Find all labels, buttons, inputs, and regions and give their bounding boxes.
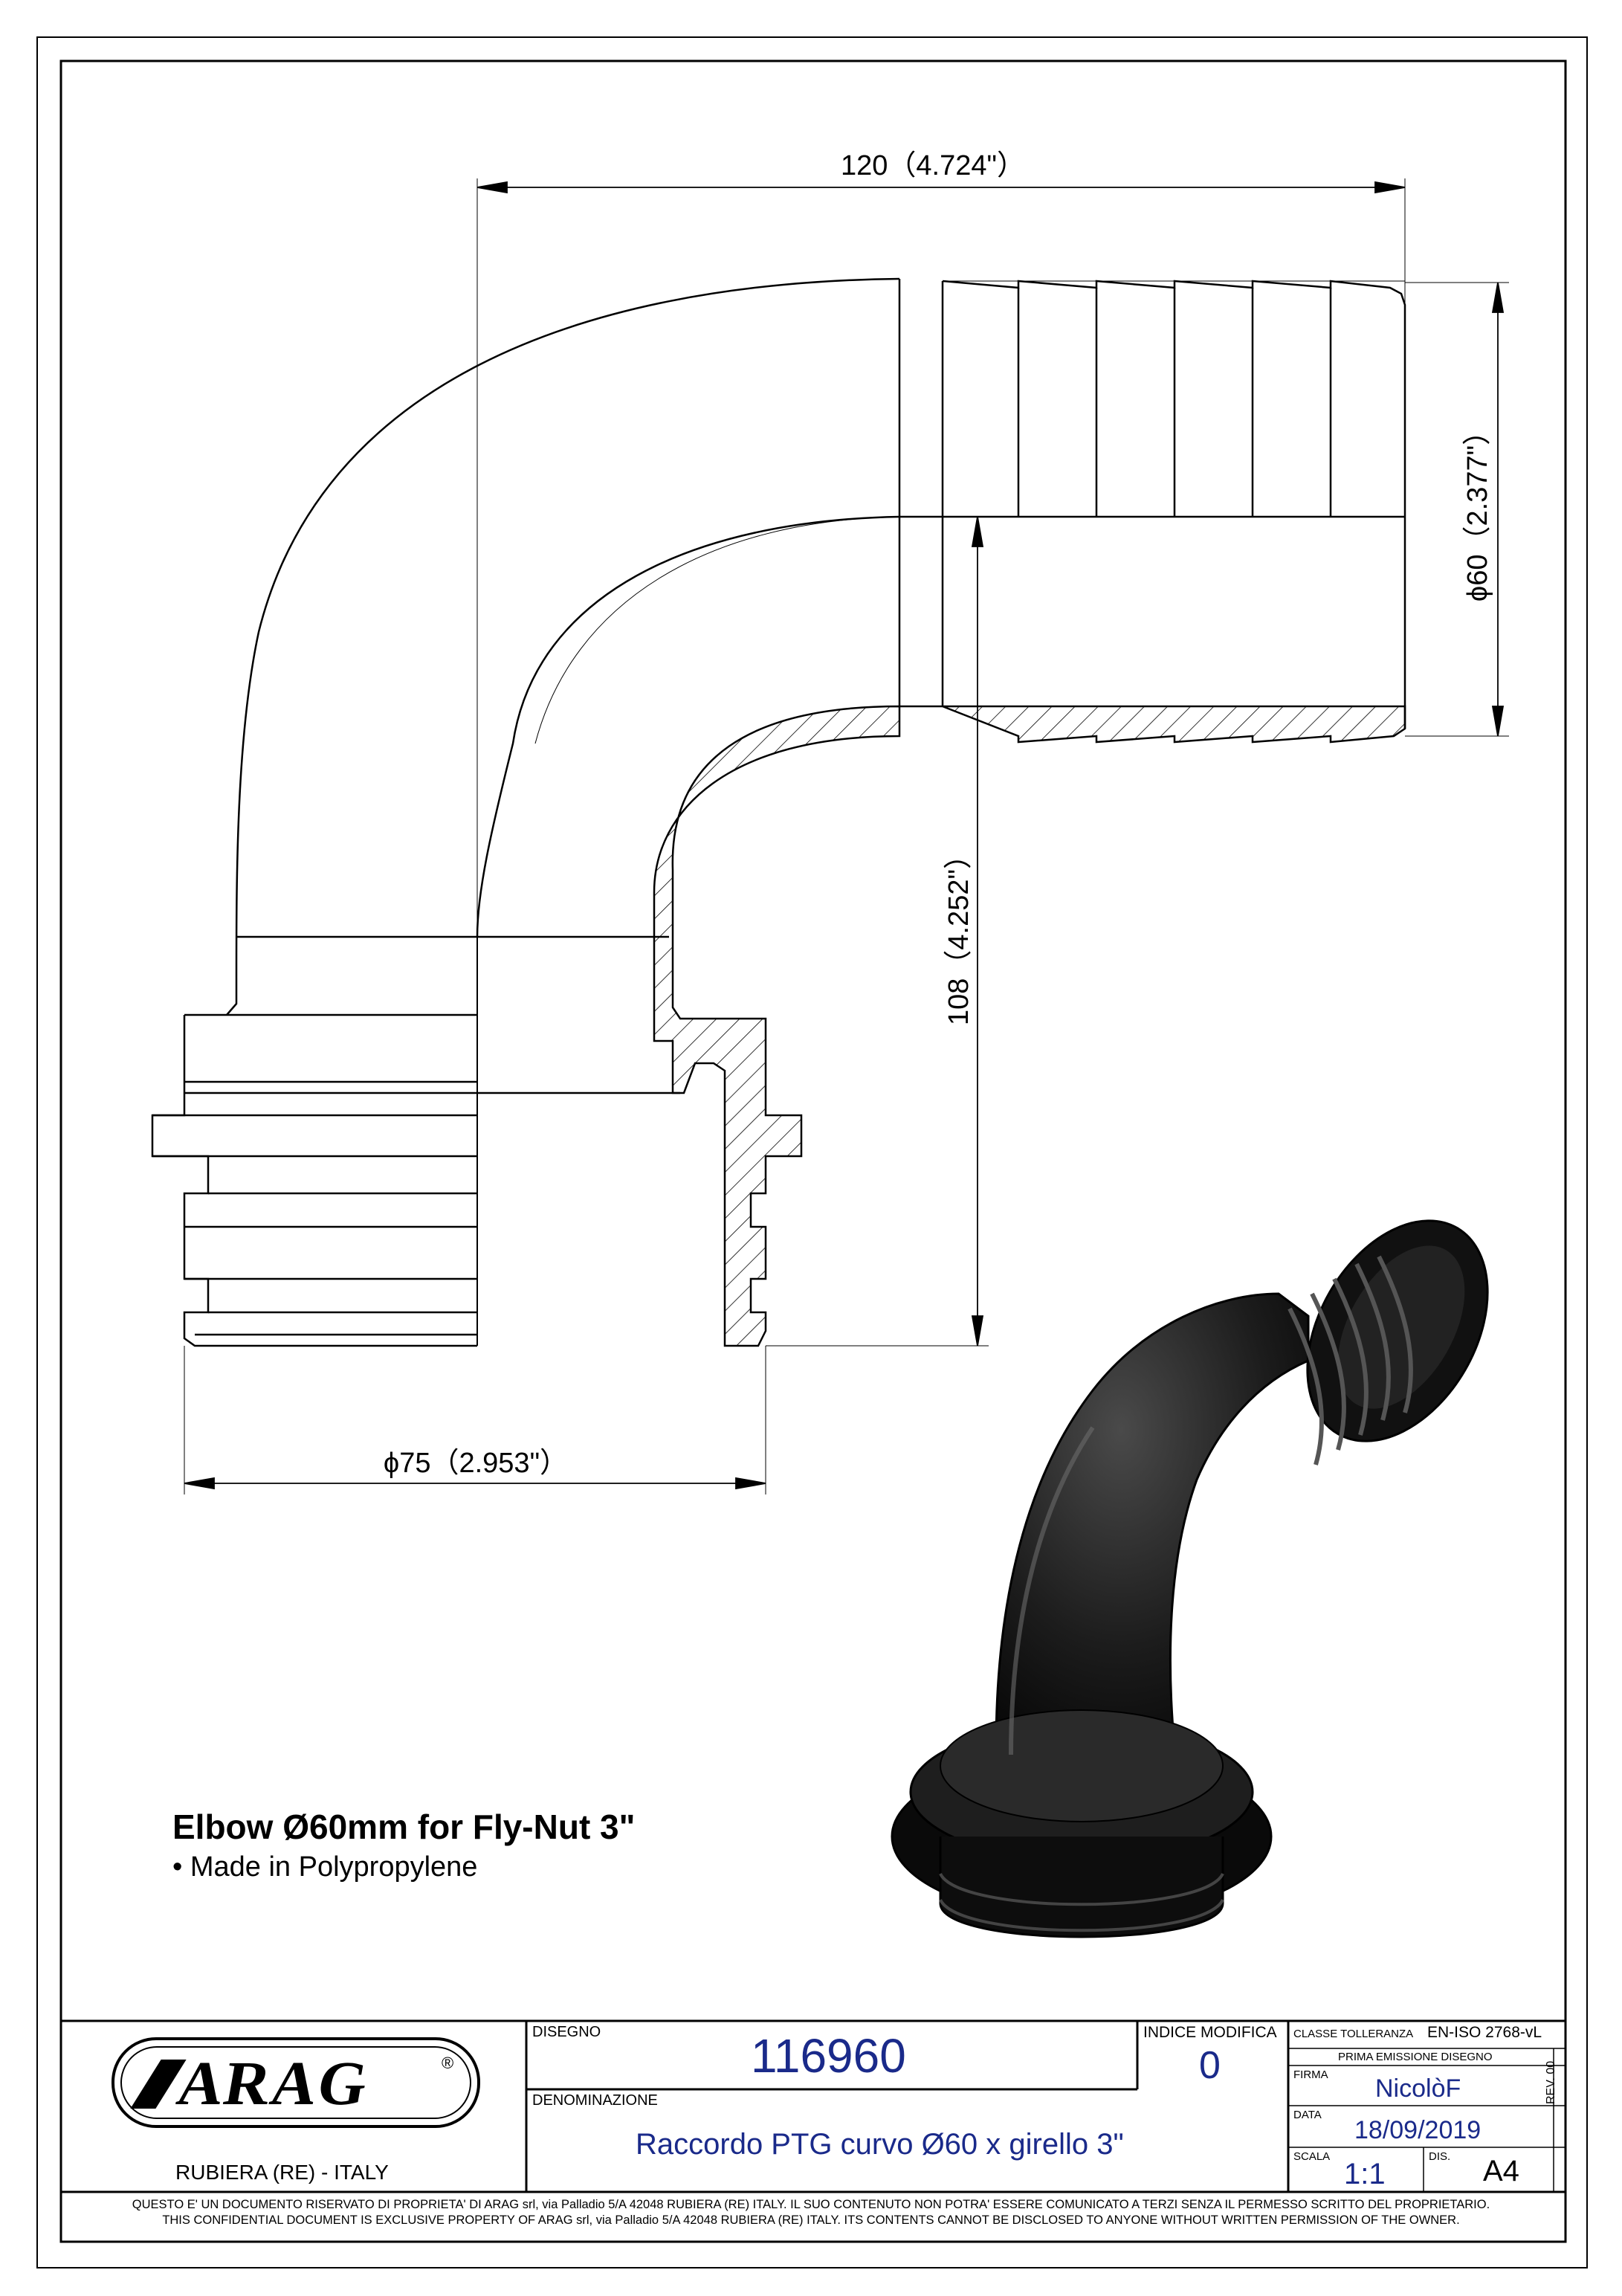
disegno-label: DISEGNO <box>532 2024 601 2040</box>
part-description: Raccordo PTG curvo Ø60 x girello 3" <box>636 2128 1124 2161</box>
dim-thread-diameter: ϕ75（2.953"） <box>384 1448 568 1479</box>
product-material: • Made in Polypropylene <box>172 1851 478 1883</box>
denominazione-label: DENOMINAZIONE <box>532 2092 658 2109</box>
product-title: Elbow Ø60mm for Fly-Nut 3" <box>172 1808 636 1846</box>
drawing-date: 18/09/2019 <box>1354 2116 1482 2144</box>
classe-tolleranza-label: CLASSE TOLLERANZA <box>1293 2028 1414 2040</box>
dis-label: DIS. <box>1429 2150 1451 2163</box>
scala-label: SCALA <box>1293 2150 1331 2163</box>
confidentiality-english: THIS CONFIDENTIAL DOCUMENT IS EXCLUSIVE … <box>162 2213 1460 2227</box>
revision-label: REV. 00 <box>1545 2060 1557 2104</box>
firma-label: FIRMA <box>1293 2068 1328 2081</box>
title-block-grid <box>61 2019 1566 2193</box>
elbow-side-view <box>151 277 1406 1347</box>
tolerance-class: EN-ISO 2768-vL <box>1427 2024 1542 2041</box>
inner-frame <box>59 59 1567 2243</box>
data-label: DATA <box>1293 2109 1322 2121</box>
logo-text: ARAG <box>172 2049 375 2118</box>
dimension-lines <box>184 178 1509 1494</box>
dim-height: 108（4.252"） <box>943 841 975 1025</box>
revision-index: 0 <box>1199 2044 1221 2087</box>
confidentiality-italian: QUESTO E' UN DOCUMENTO RISERVATO DI PROP… <box>132 2198 1490 2211</box>
elbow-isometric-render <box>891 1219 1489 1938</box>
dim-hose-diameter: ϕ60（2.377"） <box>1462 417 1493 602</box>
drawing-number: 116960 <box>751 2029 906 2083</box>
logo-inner-ring <box>120 2046 471 2119</box>
outer-frame <box>36 36 1588 2268</box>
prima-emissione-label: PRIMA EMISSIONE DISEGNO <box>1338 2051 1493 2063</box>
section-hatch <box>653 705 1406 1347</box>
signature: NicolòF <box>1375 2074 1461 2103</box>
drawing-scale: 1:1 <box>1344 2158 1386 2190</box>
registered-mark: ® <box>442 2054 454 2072</box>
sheet-size: A4 <box>1483 2155 1519 2187</box>
indice-modifica-label: INDICE MODIFICA <box>1143 2024 1277 2041</box>
dim-length: 120（4.724"） <box>841 150 1025 181</box>
company-location: RUBIERA (RE) - ITALY <box>175 2161 389 2184</box>
company-logo: ARAG ® <box>112 2037 480 2128</box>
